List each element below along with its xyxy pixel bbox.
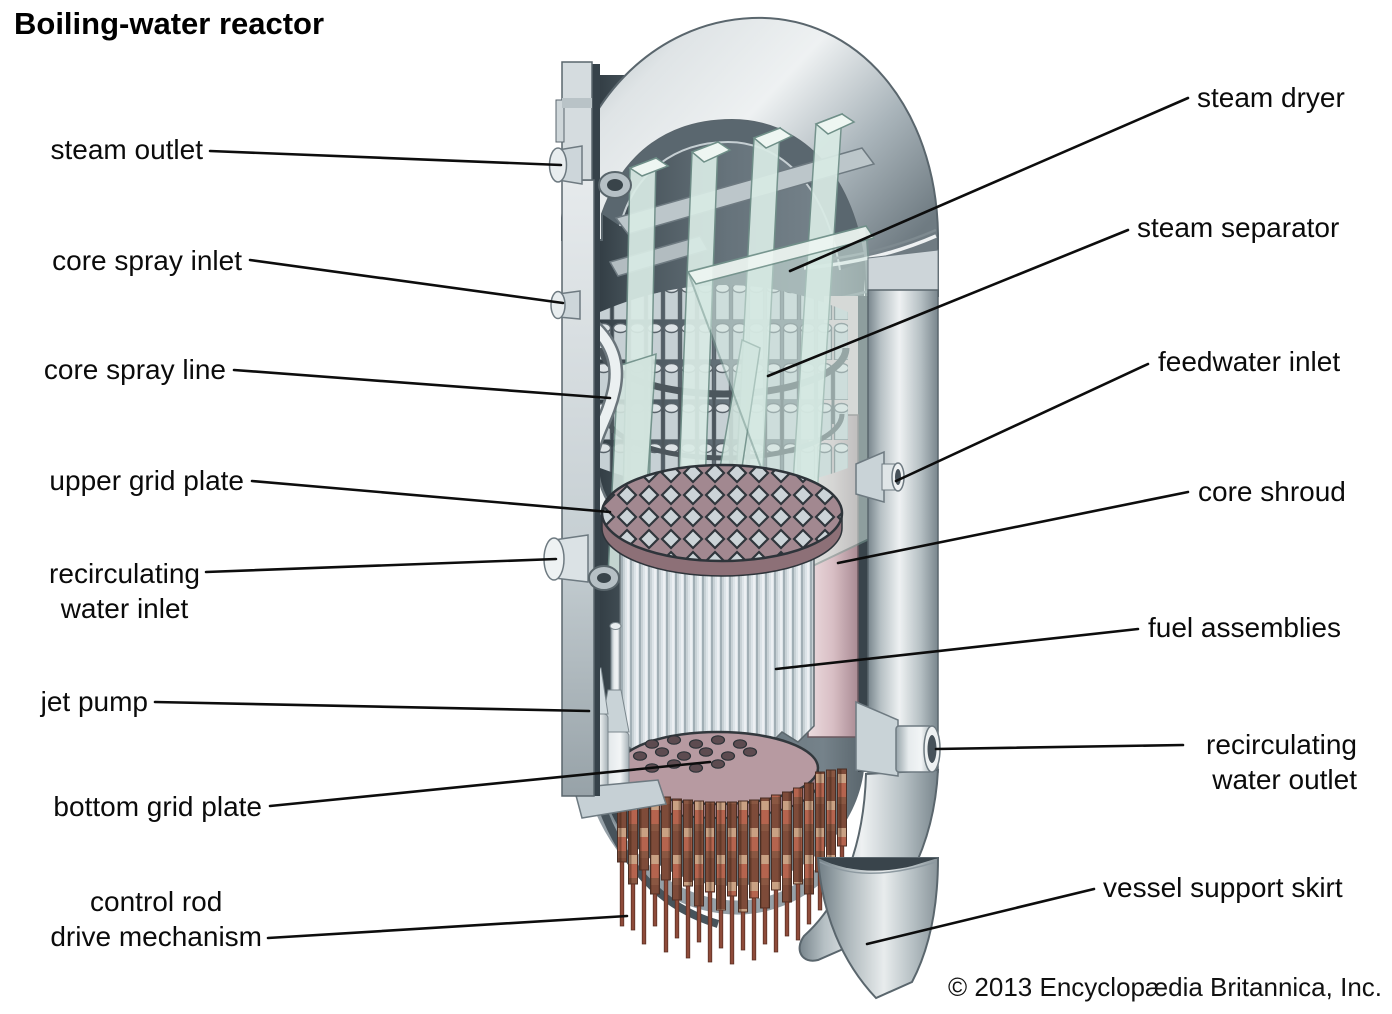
label-steam-separator: steam separator [1137,212,1340,243]
label-core-shroud: core shroud [1198,476,1346,507]
label-core-spray-line: core spray line [43,354,226,385]
label-steam-outlet: steam outlet [50,134,203,165]
upper-grid-plate [600,463,844,577]
upper-elbow-nozzle [598,171,632,199]
leader-core-spray-inlet [248,258,565,305]
label-steam-dryer: steam dryer [1197,82,1345,113]
leader-feedwater-inlet [894,362,1150,483]
leader-control-rod-drive-mechanism [266,914,629,940]
control-rod-drive-mechanism [617,768,847,965]
leader-fuel-assemblies [774,627,1140,671]
leader-steam-separator [766,228,1130,378]
leader-jet-pump [153,700,591,713]
label-feedwater-inlet: feedwater inlet [1158,346,1341,377]
recirculating-water-outlet-nozzle [855,700,941,777]
leader-bottom-grid-plate [268,760,712,808]
label-upper-grid-plate: upper grid plate [49,465,244,496]
leader-recirculating-water-inlet [204,557,558,574]
vessel-support-skirt [816,857,940,1000]
label-vessel-support-skirt: vessel support skirt [1103,872,1343,903]
feedwater-inlet-nozzle [855,450,905,503]
label-core-spray-inlet: core spray inlet [52,245,242,276]
label-control-rod-drive-mechanism: control rod drive mechanism [50,886,262,952]
label-recirculating-water-outlet: recirculating water outlet [1206,729,1357,795]
page-title: Boiling-water reactor [14,6,325,41]
leader-core-shroud [836,490,1190,565]
leader-core-spray-line [232,368,612,400]
label-fuel-assemblies: fuel assemblies [1148,612,1341,643]
leader-lines [153,96,1190,946]
leader-vessel-support-skirt [865,887,1096,946]
recirculating-water-inlet-nozzle [543,534,620,591]
copyright-notice: © 2013 Encyclopædia Britannica, Inc. [948,972,1382,1002]
leader-recirculating-water-outlet [934,743,1185,751]
core-spray-inlet-nozzle [550,290,581,320]
vessel-cut-edge [555,61,600,797]
leader-steam-dryer [788,96,1190,273]
label-recirculating-water-inlet: recirculating water inlet [49,558,200,624]
label-jet-pump: jet pump [40,686,148,717]
label-bottom-grid-plate: bottom grid plate [53,791,262,822]
leader-upper-grid-plate [250,479,612,514]
leader-steam-outlet [208,149,563,167]
